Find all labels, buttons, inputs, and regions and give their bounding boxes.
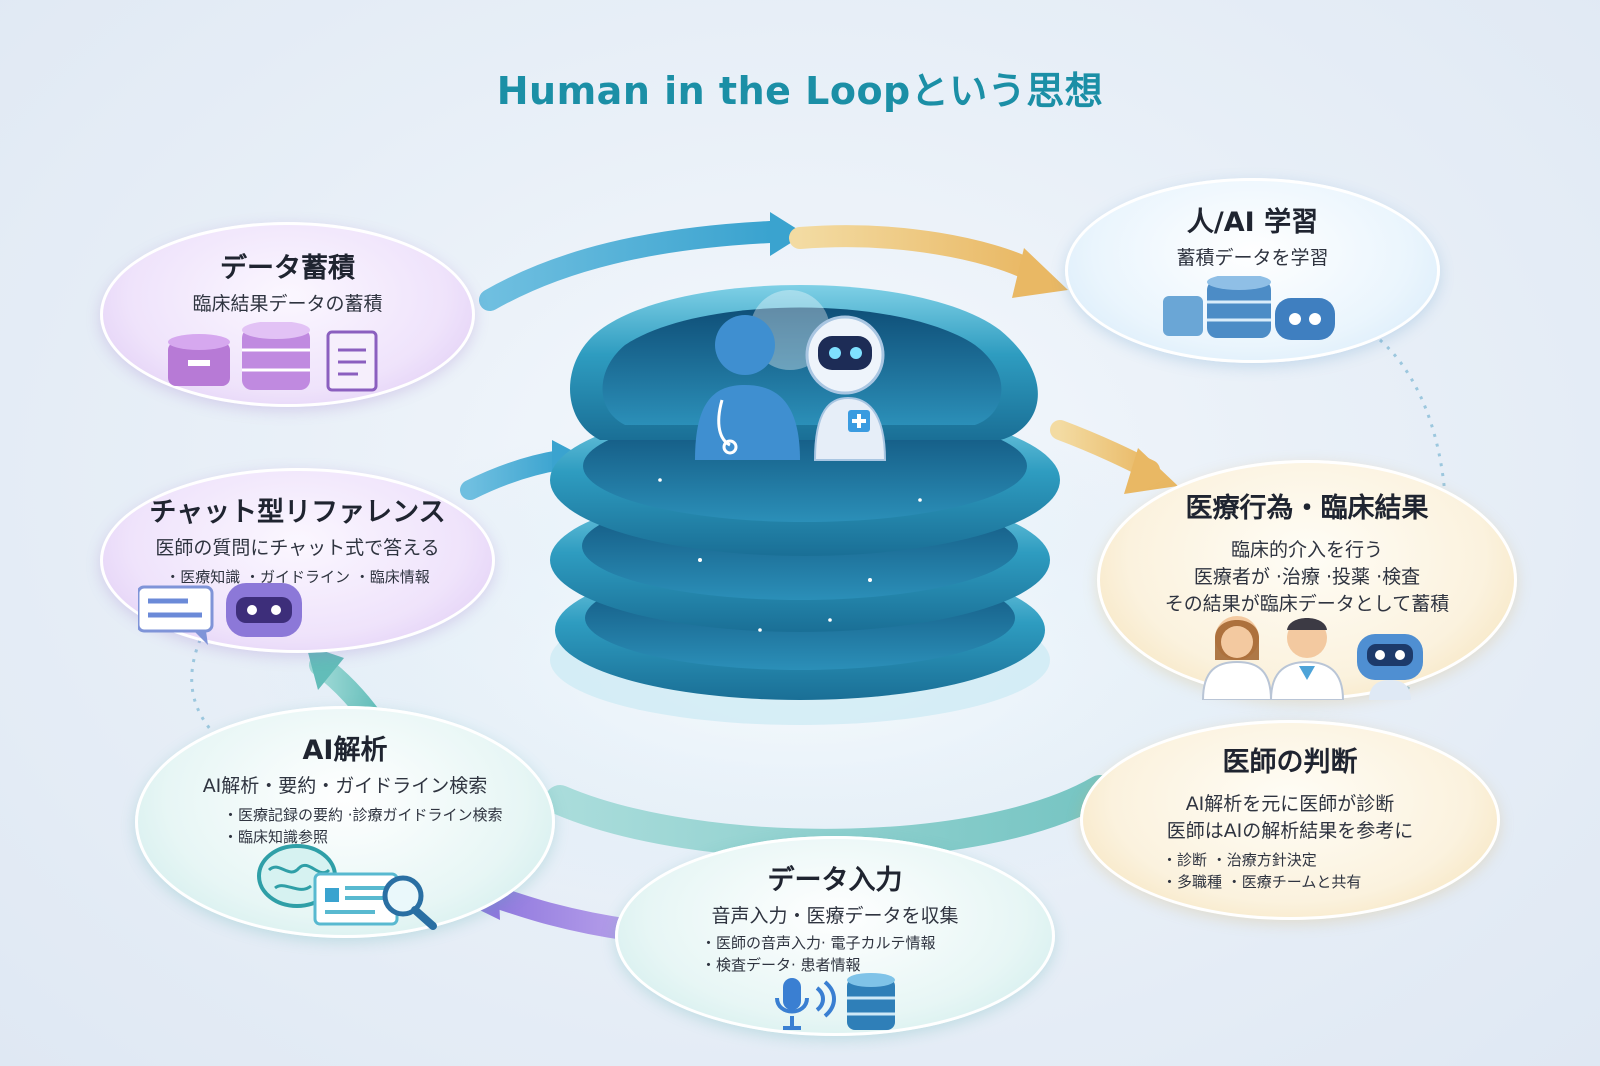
arrow-input-to-analysis bbox=[479, 884, 641, 941]
brain-icon bbox=[257, 844, 437, 930]
node-doctor-judgment: 医師の判断 AI解析を元に医師が診断 医師はAIの解析結果を参考に ・診断 ・治… bbox=[1080, 720, 1500, 920]
node-heading: AI解析 bbox=[302, 735, 388, 766]
node-data-input: データ入力 音声入力・医療データを収集 ・医師の音声入力· 電子カルテ情報 ・検… bbox=[615, 836, 1055, 1036]
microphone-icon bbox=[775, 973, 895, 1030]
database-icon bbox=[1163, 276, 1335, 340]
node-bullet: ・医師の音声入力· 電子カルテ情報 bbox=[701, 934, 936, 952]
node-heading: 医療行為・臨床結果 bbox=[1185, 493, 1429, 524]
node-bullet: ・検査データ· 患者情報 bbox=[701, 956, 861, 974]
database-icon bbox=[168, 322, 378, 392]
node-bullet: ・多職種 ・医療チームと共有 bbox=[1162, 873, 1362, 891]
node-ai-learning: 人/AI 学習 蓄積データを学習 bbox=[1065, 178, 1440, 363]
arrow-chat-to-center bbox=[460, 450, 570, 500]
robot-icon bbox=[805, 315, 887, 461]
central-spiral bbox=[550, 285, 1060, 725]
node-line: 医療者が ·治療 ·投薬 ·検査 bbox=[1193, 566, 1421, 588]
node-line: 臨床的介入を行う bbox=[1230, 539, 1383, 561]
node-medical-action: 医療行為・臨床結果 臨床的介入を行う 医療者が ·治療 ·投薬 ·検査 その結果… bbox=[1097, 460, 1517, 700]
node-bullet: ・臨床知識参照 bbox=[223, 828, 329, 846]
node-line: 医師はAIの解析結果を参考に bbox=[1166, 820, 1414, 842]
arrow-storage-to-learning bbox=[479, 221, 781, 311]
female-doctor-icon bbox=[1201, 616, 1423, 700]
node-line: その結果が臨床データとして蓄積 bbox=[1164, 593, 1450, 615]
dotted-loop-left bbox=[190, 639, 222, 742]
node-heading: データ入力 bbox=[767, 865, 903, 896]
node-heading: データ蓄積 bbox=[220, 253, 355, 284]
node-bullet: ・医療記録の要約 ·診療ガイドライン検索 bbox=[223, 806, 503, 824]
node-heading: チャット型リファレンス bbox=[149, 497, 446, 528]
node-chat-reference: チャット型リファレンス 医師の質問にチャット式で答える ・医療知識 ・ガイドライ… bbox=[100, 468, 495, 653]
node-subtitle: AI解析・要約・ガイドライン検索 bbox=[202, 775, 488, 797]
node-bullet: ・診断 ・治療方針決定 bbox=[1162, 851, 1317, 869]
sound-wave-icon bbox=[815, 980, 836, 1018]
node-subtitle: 臨床結果データの蓄積 bbox=[192, 293, 383, 315]
doctor-silhouette-icon bbox=[695, 315, 800, 460]
node-subtitle: 蓄積データを学習 bbox=[1176, 247, 1329, 269]
node-data-storage: データ蓄積 臨床結果データの蓄積 bbox=[100, 222, 475, 407]
node-heading: 人/AI 学習 bbox=[1186, 207, 1319, 238]
node-heading: 医師の判断 bbox=[1222, 747, 1358, 778]
robot-icon bbox=[1275, 298, 1335, 340]
node-subtitle: 医師の質問にチャット式で答える bbox=[155, 537, 440, 559]
chat-bubble-icon bbox=[138, 583, 302, 645]
node-ai-analysis: AI解析 AI解析・要約・ガイドライン検索 ・医療記録の要約 ·診療ガイドライン… bbox=[135, 706, 555, 938]
arrow-learning-gold bbox=[789, 225, 1041, 281]
database-icon bbox=[847, 978, 895, 1030]
node-line: AI解析を元に医師が診断 bbox=[1185, 793, 1395, 815]
node-subtitle: 音声入力・医療データを収集 bbox=[711, 905, 959, 927]
page-title: Human in the Loopという思想 bbox=[496, 69, 1104, 113]
node-bullet: ・医療知識 ・ガイドライン ・臨床情報 bbox=[165, 568, 430, 586]
